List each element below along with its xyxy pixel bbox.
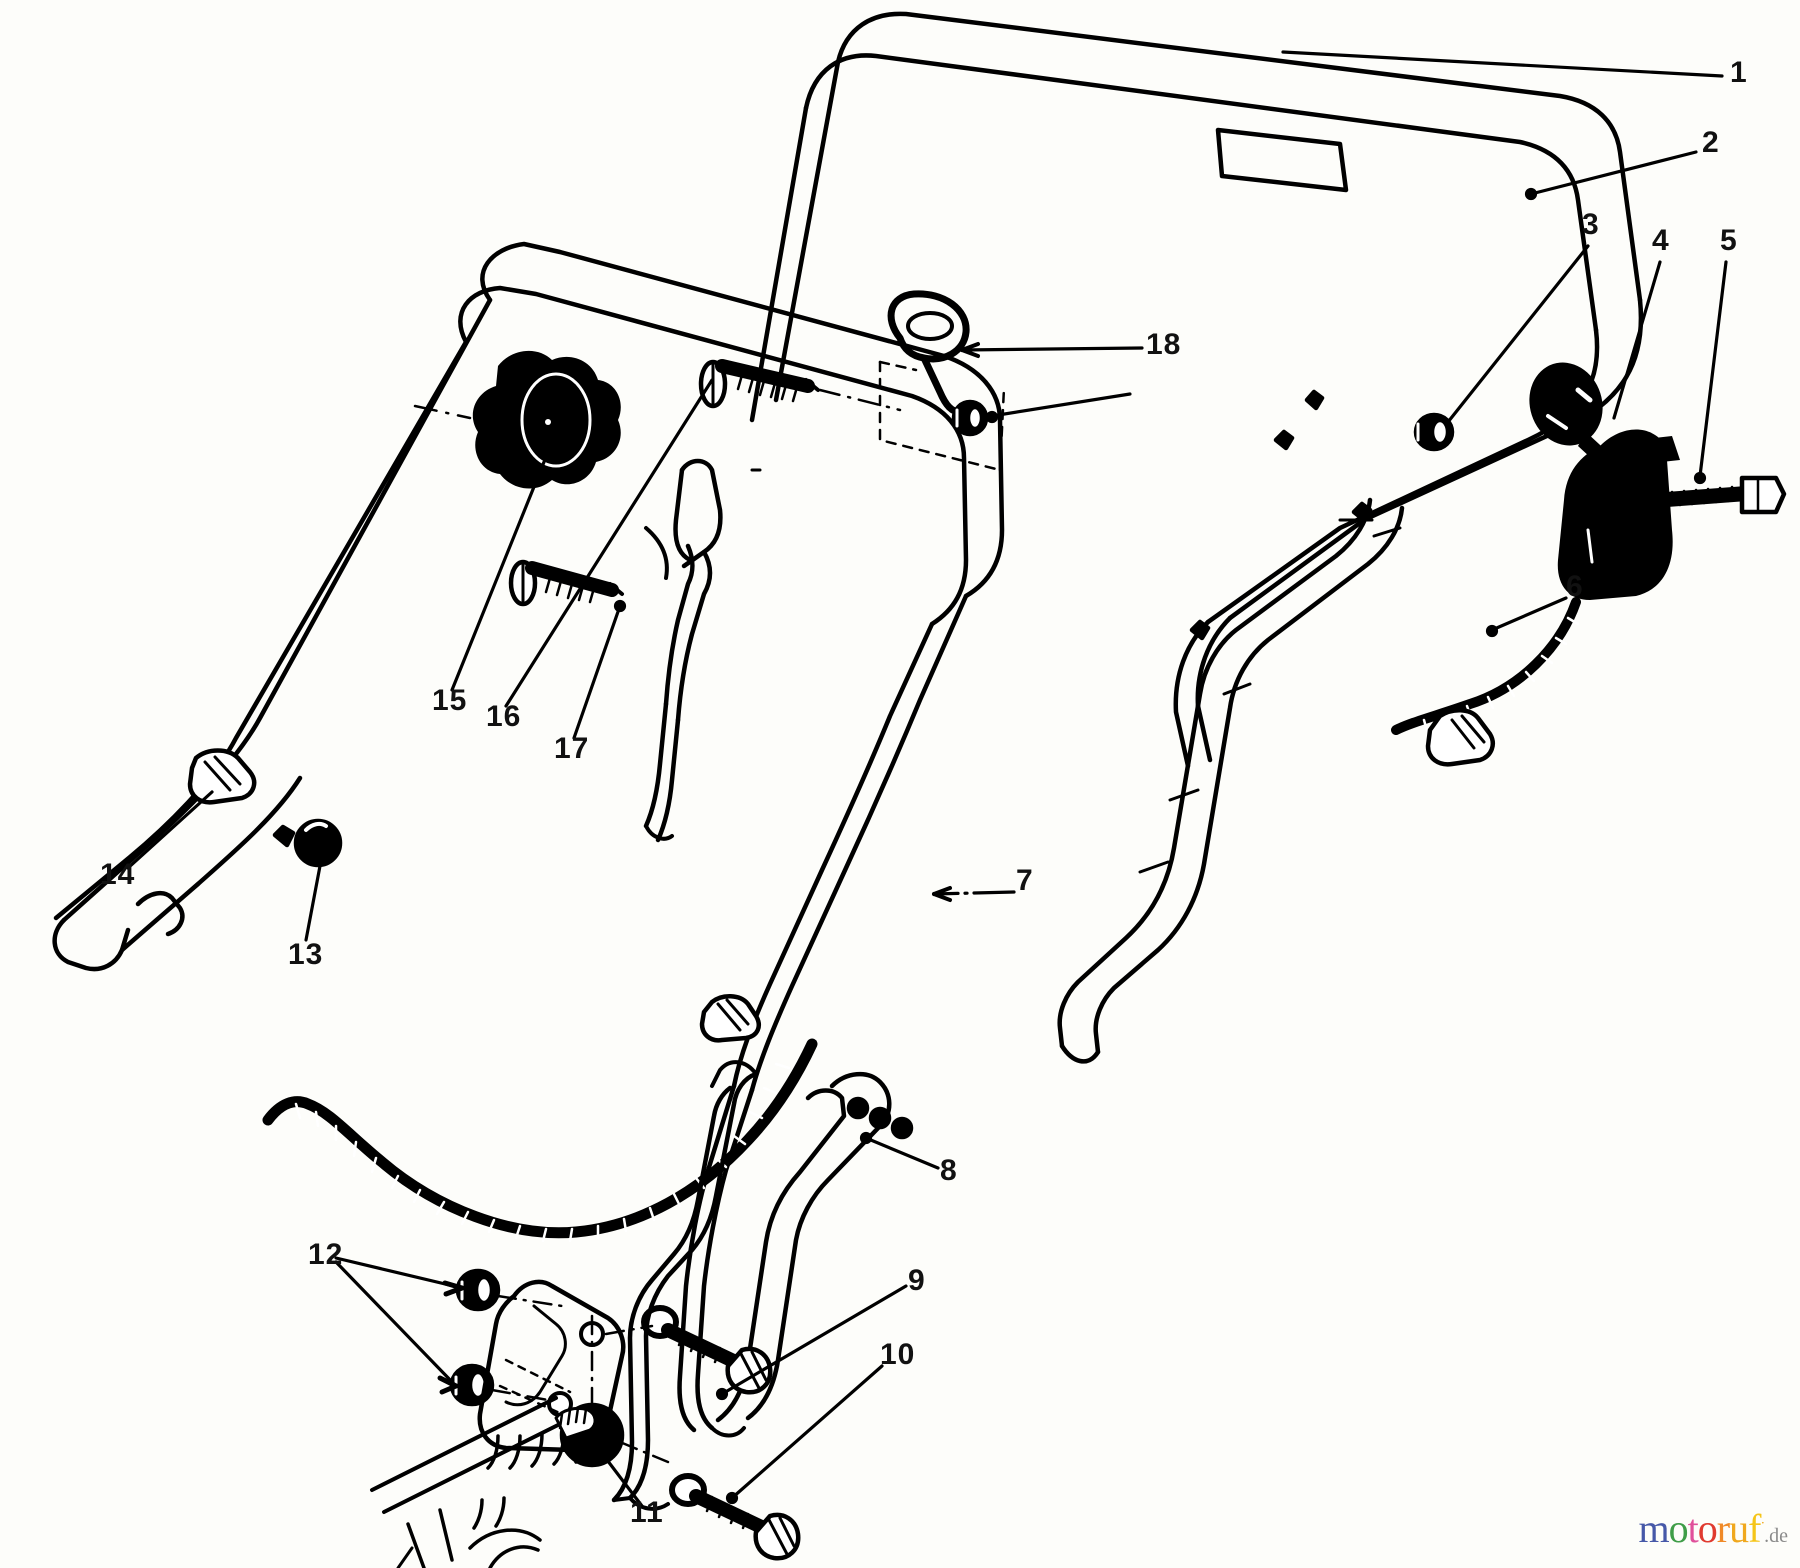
wm-letter-m: m [1638,1506,1670,1551]
callout-3-right: 3 [1582,208,1600,241]
callout-2: 2 [1702,126,1720,159]
callout-13: 13 [288,938,324,971]
callout-10: 10 [880,1338,916,1371]
wm-dot: · [1760,1516,1765,1532]
callout-17: 17 [554,732,590,765]
callout-6: 6 [1566,570,1584,603]
wm-letter-t: t [1687,1506,1699,1551]
callout-8: 8 [940,1154,958,1187]
callout-12: 12 [308,1238,344,1271]
wm-letter-o1: o [1668,1506,1689,1551]
motoruf-watermark: motoruf·.de [1639,1505,1788,1552]
callout-18: 18 [1146,328,1182,361]
callout-11: 11 [630,1496,664,1529]
wm-letter-o2: o [1697,1506,1718,1551]
callout-16: 16 [486,700,522,733]
callout-5: 5 [1720,224,1738,257]
wm-letter-r: r [1716,1506,1730,1551]
callout-14: 14 [100,858,136,891]
callout-9: 9 [908,1264,926,1297]
wm-letter-u: u [1729,1506,1749,1551]
wm-letter-f: f [1748,1506,1761,1551]
wm-suffix: .de [1764,1525,1788,1547]
callout-1: 1 [1730,56,1748,89]
callout-7: 7 [1016,864,1034,897]
callout-15: 15 [432,684,468,717]
callout-4: 4 [1652,224,1670,257]
